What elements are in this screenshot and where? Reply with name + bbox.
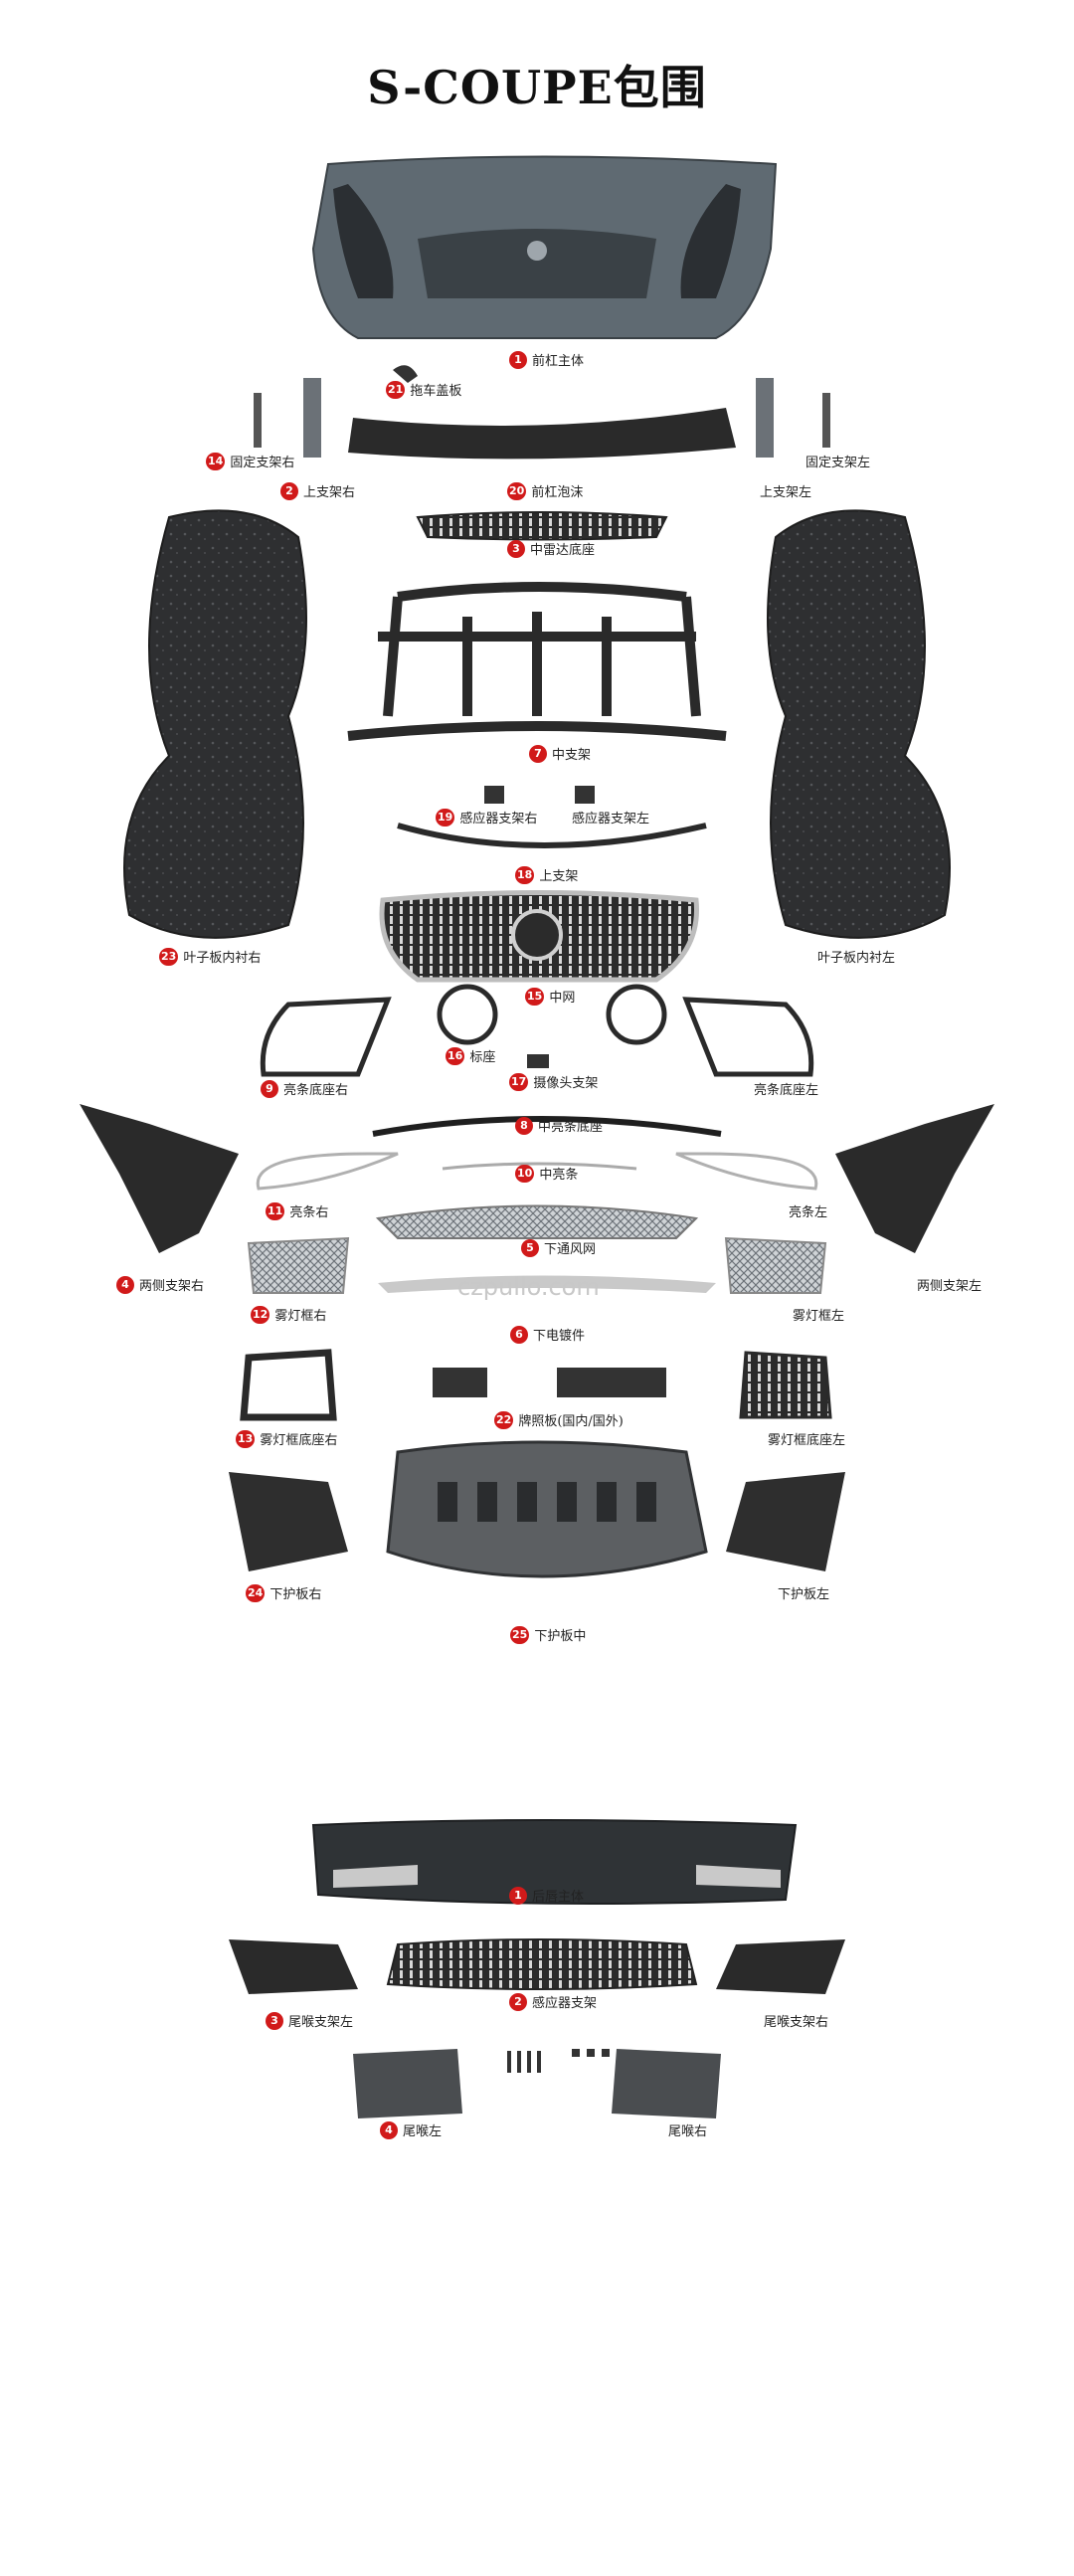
- side-bracket-left: [835, 1104, 994, 1253]
- fog-frame-right: [247, 1236, 350, 1294]
- label-fixing-bracket-left: 固定支架左: [806, 456, 871, 470]
- exhaust-bracket-right-part: [716, 1939, 845, 1994]
- tow-cover-part: [393, 365, 418, 383]
- fog-base-right: [240, 1349, 337, 1421]
- rear-diffuser-main: [311, 1819, 798, 1905]
- emblem-ring-right-part: [606, 984, 667, 1045]
- lower-vent-mesh: [375, 1204, 699, 1239]
- label-lower-guard-left: 下护板左: [778, 1587, 830, 1602]
- label-trim-left: 亮条左: [789, 1205, 828, 1220]
- license-plate-part: [433, 1368, 487, 1397]
- license-plate-part-alt: [557, 1368, 666, 1397]
- label-fender-liner-left: 叶子板内衬左: [817, 951, 896, 966]
- camera-bracket: [527, 1054, 549, 1068]
- label-side-bracket-left: 两侧支架左: [917, 1279, 983, 1294]
- side-bracket-right: [80, 1104, 239, 1253]
- bumper-foam: [348, 408, 736, 460]
- label-sensor-bracket-left: 感应器支架左: [572, 812, 650, 827]
- label-fog-frame-left: 雾灯框左: [793, 1309, 845, 1324]
- upper-bracket: [397, 823, 707, 848]
- radar-base: [416, 511, 668, 541]
- fender-liner-left: [767, 509, 951, 939]
- watermark: czpullo.com: [457, 1273, 600, 1301]
- sensor-bracket-right: [484, 786, 504, 804]
- lower-guard-right: [229, 1472, 348, 1571]
- exhaust-tip-right: [612, 2049, 721, 2118]
- trim-base-left: [682, 997, 814, 1077]
- fender-liner-right: [123, 509, 307, 939]
- fog-frame-left: [724, 1236, 827, 1294]
- lower-guard-slots: [438, 1482, 656, 1522]
- fixing-brackets: [254, 378, 830, 458]
- lower-chrome: [378, 1275, 716, 1293]
- exhaust-tip-left: [353, 2049, 462, 2118]
- trim-base-right: [260, 997, 392, 1077]
- trim-right: [256, 1152, 399, 1191]
- center-trim-base: [372, 1116, 722, 1137]
- lower-guard-center: [386, 1440, 708, 1578]
- center-trim: [442, 1162, 637, 1171]
- middle-support-frame: [347, 582, 727, 741]
- label-fog-base-left: 雾灯框底座左: [768, 1433, 846, 1448]
- main-grille: [379, 890, 699, 983]
- emblem-ring-left-part: [437, 984, 498, 1045]
- label-trim-base-left: 亮条底座左: [754, 1083, 819, 1098]
- trim-left: [675, 1152, 818, 1191]
- label-exhaust-bracket-right: 尾喉支架右: [764, 2015, 829, 2030]
- front-bumper-main: [311, 155, 778, 339]
- exhaust-bracket-left-part: [229, 1939, 358, 1994]
- lower-guard-left: [726, 1472, 845, 1571]
- sensor-bracket-rear: [386, 1938, 698, 1990]
- sensor-bracket-left: [575, 786, 595, 804]
- label-exhaust-tip-right: 尾喉右: [668, 2124, 708, 2139]
- fastener-set: [507, 2049, 610, 2073]
- fog-base-left: [739, 1351, 832, 1419]
- label-upper-bracket-left: 上支架左: [760, 485, 812, 500]
- page-title: S-COUPE包围: [367, 61, 707, 114]
